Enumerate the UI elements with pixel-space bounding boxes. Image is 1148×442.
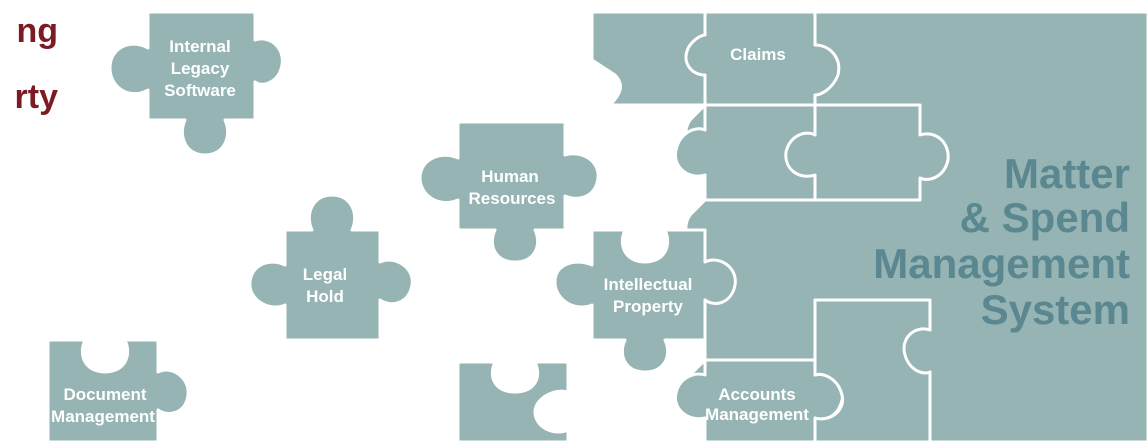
legal-hold-label-1: Legal: [303, 265, 347, 284]
internal-legacy-software-piece: Internal Legacy Software: [108, 10, 284, 157]
internal-legacy-software-label-3: Software: [164, 81, 236, 100]
document-management-label-2: Management: [51, 407, 155, 426]
intellectual-property-label-2: Property: [613, 297, 683, 316]
legal-hold-label-2: Hold: [306, 287, 344, 306]
main-title-line-4: System: [981, 286, 1130, 333]
internal-legacy-software-label-2: Legacy: [171, 59, 230, 78]
human-resources-label-2: Resources: [469, 189, 556, 208]
intellectual-property-piece: Intellectual Property: [553, 228, 737, 374]
accounts-management-label-2: Management: [705, 405, 809, 424]
bottom-inner-piece: [813, 298, 932, 442]
heading-fragment-line-1: ng: [16, 12, 58, 50]
main-title-line-1: Matter: [1004, 150, 1130, 197]
intellectual-property-label-1: Intellectual: [604, 275, 693, 294]
human-resources-label-1: Human: [481, 167, 539, 186]
document-management-label-1: Document: [63, 385, 146, 404]
claims-label: Claims: [730, 45, 786, 64]
human-resources-piece: Human Resources: [418, 120, 600, 264]
main-title-line-2: & Spend: [960, 194, 1130, 241]
document-management-piece: Document Management: [46, 338, 190, 442]
blank-piece: [456, 360, 570, 442]
assembled-puzzle-block: Matter & Spend Management System: [590, 10, 1148, 442]
main-title: Matter & Spend Management System: [873, 150, 1130, 333]
main-title-line-3: Management: [873, 240, 1130, 287]
legal-hold-piece: Legal Hold: [248, 193, 414, 342]
internal-legacy-software-label-1: Internal: [169, 37, 230, 56]
inner-piece-2: [784, 103, 950, 202]
heading-fragment-line-2: rty: [15, 78, 59, 116]
accounts-management-label-1: Accounts: [718, 385, 795, 404]
